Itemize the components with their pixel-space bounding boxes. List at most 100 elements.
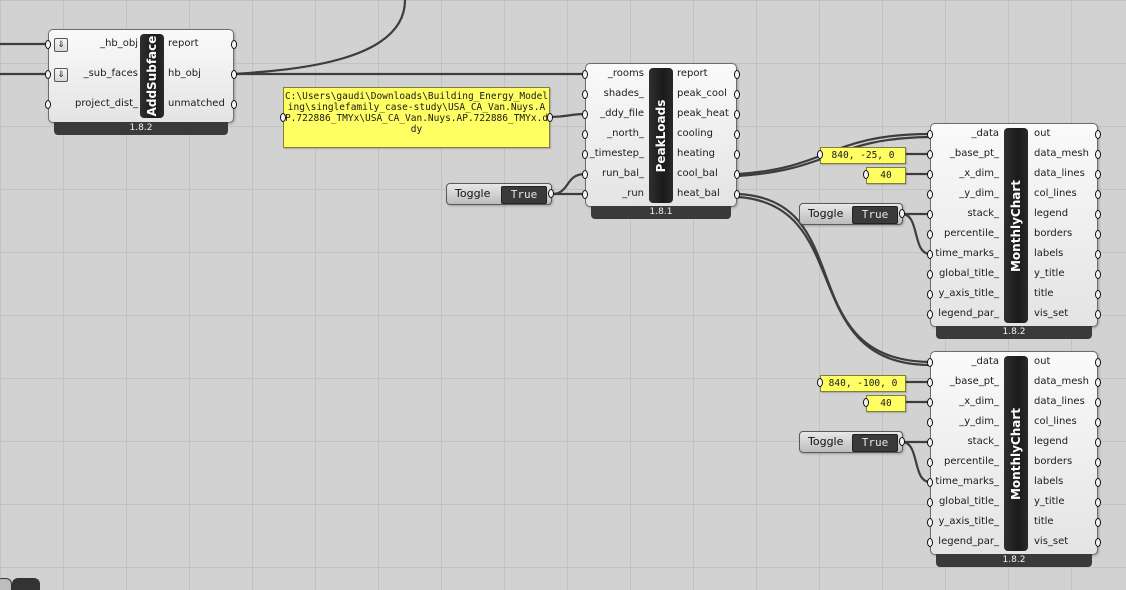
input-param[interactable]: _y_dim_ (959, 416, 999, 427)
input-grip[interactable] (927, 290, 933, 299)
input-param[interactable]: stack_ (967, 208, 999, 219)
input-grip[interactable] (927, 358, 933, 367)
base-pt-panel[interactable]: 840, -100, 0 (820, 375, 906, 392)
run-toggle[interactable]: Toggle True (446, 183, 552, 205)
output-grip[interactable] (734, 70, 740, 79)
input-param[interactable]: time_marks_ (935, 476, 999, 487)
output-param[interactable]: title (1034, 288, 1054, 299)
input-grip[interactable] (927, 378, 933, 387)
input-param[interactable]: _data (971, 356, 999, 367)
monthlychart-component-1[interactable]: MonthlyChart 1.8.2 _data _base_pt_ _x_di… (927, 123, 1101, 341)
output-grip[interactable] (734, 190, 740, 199)
output-grip[interactable] (1095, 518, 1101, 527)
ddy-file-panel[interactable]: C:\Users\gaudi\Downloads\Building_Energy… (283, 87, 550, 148)
panel-input-grip[interactable] (280, 113, 286, 122)
input-grip[interactable] (582, 90, 588, 99)
output-param[interactable]: heat_bal (677, 188, 720, 199)
output-grip[interactable] (734, 170, 740, 179)
down-arrow-icon[interactable]: ⇓ (54, 68, 68, 82)
toggle-value[interactable]: True (852, 206, 898, 224)
output-param[interactable]: y_title (1034, 268, 1065, 279)
output-grip[interactable] (231, 40, 237, 49)
input-grip[interactable] (927, 130, 933, 139)
output-param[interactable]: data_lines (1034, 168, 1085, 179)
x-dim-panel[interactable]: 40 (866, 167, 906, 184)
output-param[interactable]: labels (1034, 248, 1064, 259)
stack-toggle[interactable]: Toggle True (799, 431, 903, 453)
output-grip[interactable] (1095, 170, 1101, 179)
input-param[interactable]: _run (622, 188, 644, 199)
output-grip[interactable] (1095, 270, 1101, 279)
input-grip[interactable] (927, 438, 933, 447)
panel-input-grip[interactable] (863, 170, 869, 179)
input-grip[interactable] (582, 110, 588, 119)
output-param[interactable]: borders (1034, 228, 1073, 239)
output-param[interactable]: hb_obj (168, 68, 201, 79)
output-grip[interactable] (1095, 150, 1101, 159)
output-param[interactable]: peak_heat (677, 108, 729, 119)
widget-icon[interactable] (0, 578, 12, 590)
output-param[interactable]: title (1034, 516, 1054, 527)
output-param[interactable]: heating (677, 148, 716, 159)
down-arrow-icon[interactable]: ⇓ (54, 38, 68, 52)
input-param[interactable]: stack_ (967, 436, 999, 447)
output-grip[interactable] (1095, 458, 1101, 467)
input-param[interactable]: _x_dim_ (959, 168, 999, 179)
output-grip[interactable] (1095, 190, 1101, 199)
input-grip[interactable] (45, 40, 51, 49)
output-grip[interactable] (1095, 358, 1101, 367)
output-grip[interactable] (734, 110, 740, 119)
input-grip[interactable] (927, 270, 933, 279)
input-grip[interactable] (582, 150, 588, 159)
input-grip[interactable] (582, 70, 588, 79)
toggle-output-grip[interactable] (548, 189, 554, 198)
peakloads-component[interactable]: PeakLoads 1.8.1 _rooms shades_ _ddy_file… (582, 63, 740, 221)
input-grip[interactable] (927, 398, 933, 407)
input-grip[interactable] (927, 518, 933, 527)
output-param[interactable]: cool_bal (677, 168, 718, 179)
input-param[interactable]: _north_ (607, 128, 644, 139)
output-grip[interactable] (734, 150, 740, 159)
input-param[interactable]: time_marks_ (935, 248, 999, 259)
panel-input-grip[interactable] (817, 150, 823, 159)
output-param[interactable]: legend (1034, 208, 1069, 219)
input-param[interactable]: _hb_obj (100, 38, 138, 49)
input-param[interactable]: _y_dim_ (959, 188, 999, 199)
output-grip[interactable] (1095, 210, 1101, 219)
output-param[interactable]: out (1034, 128, 1051, 139)
x-dim-panel[interactable]: 40 (866, 395, 906, 412)
panel-input-grip[interactable] (863, 398, 869, 407)
output-grip[interactable] (1095, 250, 1101, 259)
addsubface-component[interactable]: AddSubface 1.8.2 ⇓ ⇓ _hb_obj _sub_faces … (45, 29, 237, 137)
output-param[interactable]: out (1034, 356, 1051, 367)
output-param[interactable]: borders (1034, 456, 1073, 467)
toggle-output-grip[interactable] (899, 209, 905, 218)
output-grip[interactable] (734, 90, 740, 99)
output-param[interactable]: data_mesh (1034, 148, 1089, 159)
stack-toggle[interactable]: Toggle True (799, 203, 903, 225)
input-grip[interactable] (45, 100, 51, 109)
input-grip[interactable] (927, 210, 933, 219)
input-grip[interactable] (582, 170, 588, 179)
output-param[interactable]: peak_cool (677, 88, 727, 99)
input-grip[interactable] (927, 230, 933, 239)
output-param[interactable]: col_lines (1034, 188, 1077, 199)
input-grip[interactable] (927, 478, 933, 487)
input-param[interactable]: _sub_faces (83, 68, 138, 79)
input-param[interactable]: _rooms (607, 68, 644, 79)
output-param[interactable]: legend (1034, 436, 1069, 447)
input-param[interactable]: y_axis_title_ (938, 288, 999, 299)
component-title-bar[interactable]: MonthlyChart (1004, 356, 1028, 551)
widget-icon[interactable] (12, 578, 40, 590)
component-title-bar[interactable]: MonthlyChart (1004, 128, 1028, 323)
output-grip[interactable] (1095, 398, 1101, 407)
output-grip[interactable] (231, 70, 237, 79)
output-grip[interactable] (1095, 230, 1101, 239)
input-grip[interactable] (927, 170, 933, 179)
input-grip[interactable] (927, 190, 933, 199)
output-param[interactable]: col_lines (1034, 416, 1077, 427)
input-grip[interactable] (45, 70, 51, 79)
output-param[interactable]: data_lines (1034, 396, 1085, 407)
input-grip[interactable] (582, 130, 588, 139)
input-grip[interactable] (927, 418, 933, 427)
